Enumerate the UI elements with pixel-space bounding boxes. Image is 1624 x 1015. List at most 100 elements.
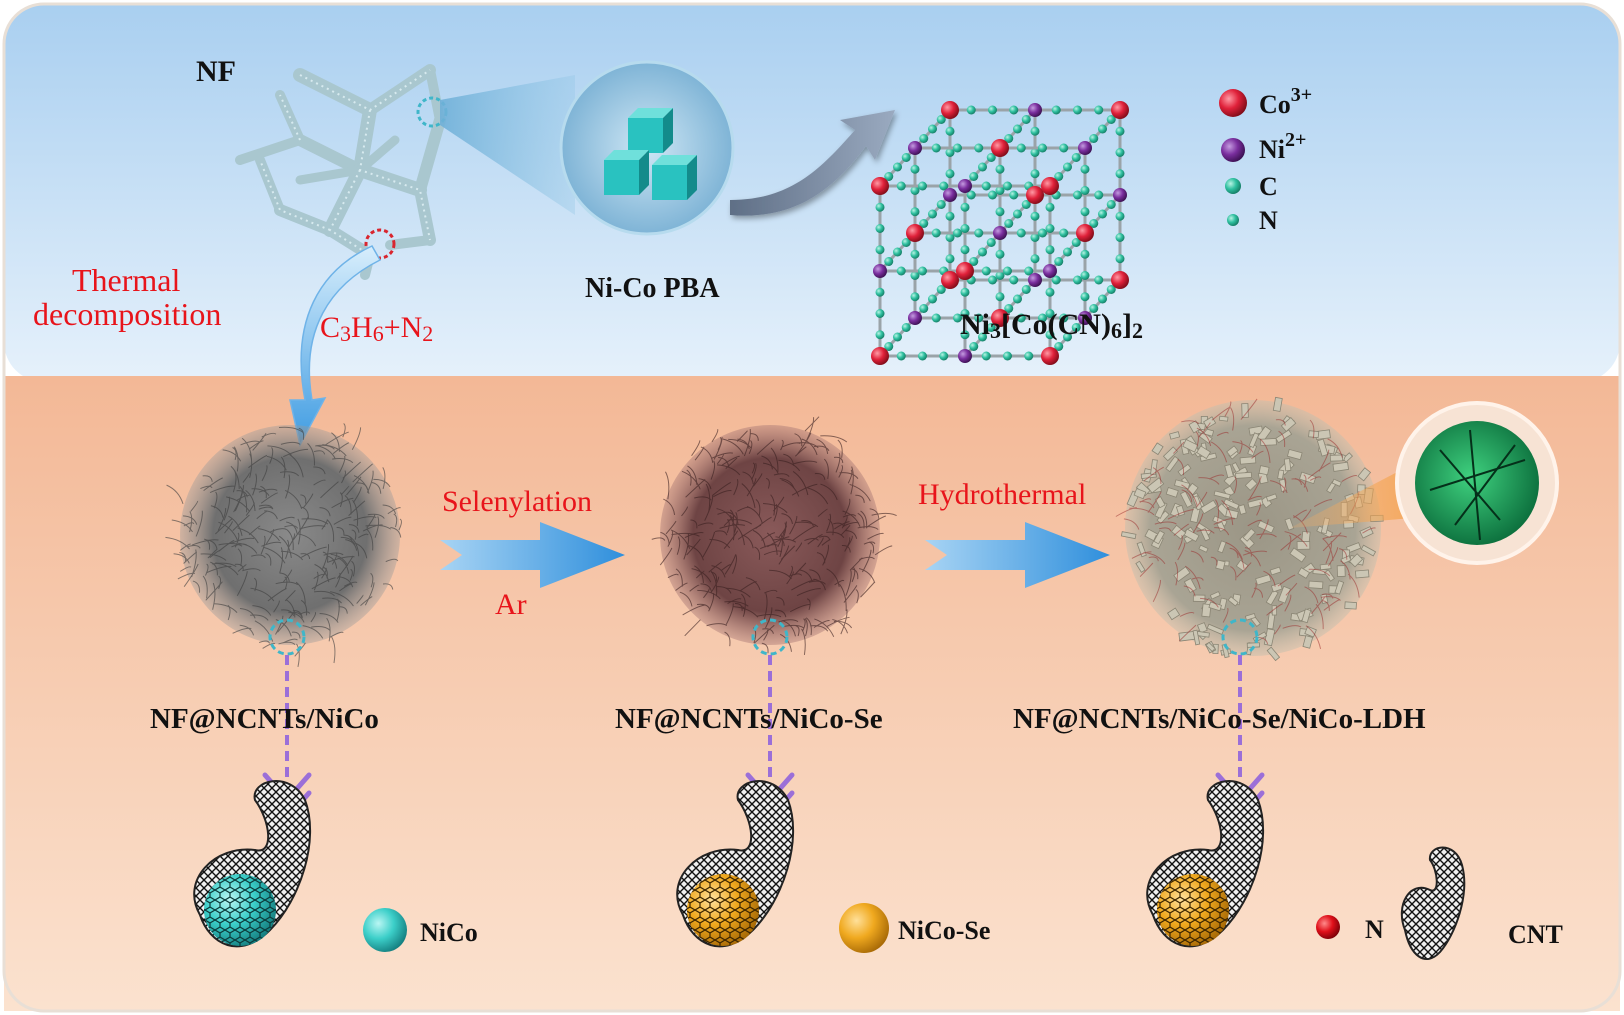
fiber-strand	[236, 571, 248, 597]
fiber-strand	[708, 561, 722, 573]
fiber-strand	[265, 552, 272, 566]
fiber-strand	[200, 553, 227, 561]
fiber-strand	[260, 535, 266, 555]
fiber-strand	[179, 566, 192, 572]
fiber-strand	[1230, 407, 1235, 431]
lattice-cn-atom	[966, 190, 976, 200]
legend-cnt-label: CNT	[1508, 920, 1563, 949]
lattice-cn-atom	[893, 332, 902, 342]
fiber-strand	[681, 506, 688, 517]
fiber-strand	[816, 438, 829, 454]
fiber-strand	[770, 447, 779, 472]
ldh-flake	[1344, 601, 1357, 610]
fiber-strand	[1167, 509, 1194, 520]
decomposition-label: decomposition	[33, 296, 222, 332]
fiber-strand	[202, 575, 208, 599]
lattice-cn-atom	[974, 143, 984, 153]
fiber-strand	[275, 619, 292, 637]
lattice-cn-atom	[981, 351, 991, 361]
fiber-strand	[260, 492, 278, 504]
fiber-strand	[851, 567, 856, 583]
fiber-strand	[691, 568, 712, 583]
lattice-cn-atom	[1098, 209, 1107, 219]
lattice-cn-atom	[1106, 115, 1116, 124]
fiber-strand	[1309, 476, 1322, 481]
legend-nico-ball	[363, 908, 407, 952]
legend-nicose-label: NiCo-Se	[898, 916, 991, 945]
fiber-strand	[834, 521, 850, 530]
lattice-co-atom	[871, 177, 889, 195]
fiber-strand	[326, 555, 338, 569]
fiber-strand	[867, 532, 884, 540]
fiber-strand	[837, 439, 843, 458]
fiber-strand	[1259, 519, 1269, 540]
lattice-cn-atom	[1106, 200, 1116, 209]
fiber-strand	[1282, 477, 1287, 494]
fiber-strand	[761, 642, 769, 654]
ldh-flake	[1334, 580, 1345, 595]
lattice-co-atom	[941, 101, 959, 119]
fiber-strand	[718, 456, 730, 468]
ldh-flake	[1301, 608, 1312, 624]
thermal-label: Thermal	[72, 262, 181, 298]
fiber-strand	[278, 535, 292, 559]
lattice-ni-atom	[1078, 311, 1092, 325]
lattice-cn-atom	[1016, 228, 1026, 238]
fiber-strand	[209, 485, 235, 494]
lattice-cn-atom	[995, 292, 1005, 302]
product-3-label: NF@NCNTs/NiCo-Se/NiCo-LDH	[1013, 703, 1426, 735]
fiber-strand	[817, 508, 828, 517]
fiber-strand	[834, 579, 845, 586]
fiber-strand	[282, 569, 293, 583]
lattice-cn-atom	[995, 186, 1005, 195]
fiber-strand	[189, 511, 193, 533]
fiber-strand	[822, 544, 829, 566]
gas-part-e: +N	[383, 311, 423, 344]
fiber-strand	[339, 583, 352, 592]
fiber-strand	[1277, 574, 1296, 587]
fiber-strand	[849, 483, 871, 502]
fiber-strand	[791, 483, 818, 496]
fiber-strand	[773, 473, 790, 477]
fiber-strand	[1309, 419, 1315, 439]
fiber-strand	[862, 549, 872, 573]
fiber-strand	[252, 432, 267, 451]
lattice-cn-atom	[1038, 228, 1047, 238]
fiber-strand	[778, 459, 801, 472]
fiber-strand	[827, 518, 834, 536]
fiber-strand	[1139, 562, 1154, 577]
fiber-strand	[398, 518, 402, 531]
fiber-strand	[353, 475, 370, 494]
lattice-ni-atom	[958, 349, 972, 363]
lattice-cn-atom	[1115, 233, 1125, 242]
legend-n-label: N	[1259, 206, 1278, 235]
ldh-flake	[1198, 544, 1209, 553]
fiber-strand	[786, 571, 794, 585]
fiber-strand	[813, 578, 826, 591]
fiber-strand	[763, 629, 769, 641]
fiber-strand	[832, 618, 849, 634]
ldh-flake	[1255, 574, 1272, 586]
fiber-strand	[819, 535, 831, 540]
fiber-strand	[684, 531, 704, 539]
fiber-strand	[703, 588, 710, 599]
fiber-strand	[1195, 491, 1208, 508]
lattice-cn-atom	[1089, 304, 1099, 313]
ldh-flake	[1269, 566, 1282, 576]
fiber-strand	[710, 576, 720, 594]
lattice-cn-atom	[1098, 294, 1107, 304]
fiber-strand	[1211, 406, 1230, 421]
fiber-strand	[279, 471, 300, 477]
fiber-strand	[192, 580, 201, 593]
fiber-strand	[1259, 438, 1271, 463]
fiber-strand	[1315, 603, 1324, 630]
formula-part-d: 6	[1110, 318, 1122, 343]
fiber-strand	[338, 606, 348, 614]
ar-label: Ar	[495, 588, 527, 621]
fiber-strand	[313, 450, 326, 455]
ldh-flake	[1308, 580, 1324, 589]
fiber-strand	[339, 492, 343, 508]
fiber-strand	[269, 447, 274, 464]
ldh-flake	[1169, 431, 1181, 440]
